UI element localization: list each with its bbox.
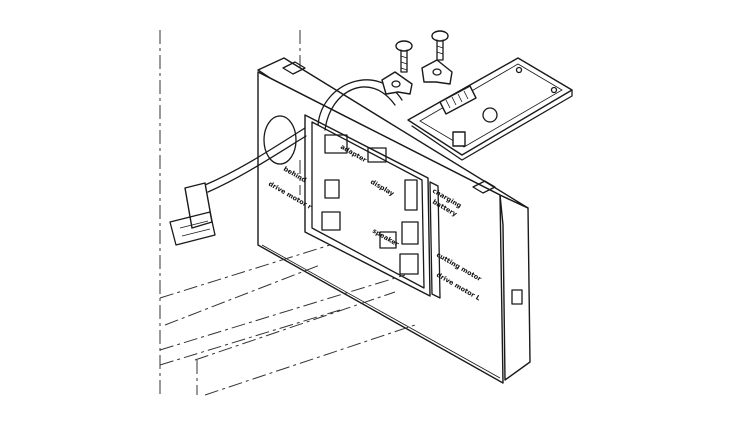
screw-right (431, 30, 449, 61)
connector-panel (304, 114, 441, 299)
projection-lines (159, 160, 416, 396)
cable-clip-left (381, 71, 413, 95)
cable-clip-right (421, 59, 453, 85)
screw-left (395, 40, 413, 73)
cover-plate (407, 57, 573, 161)
